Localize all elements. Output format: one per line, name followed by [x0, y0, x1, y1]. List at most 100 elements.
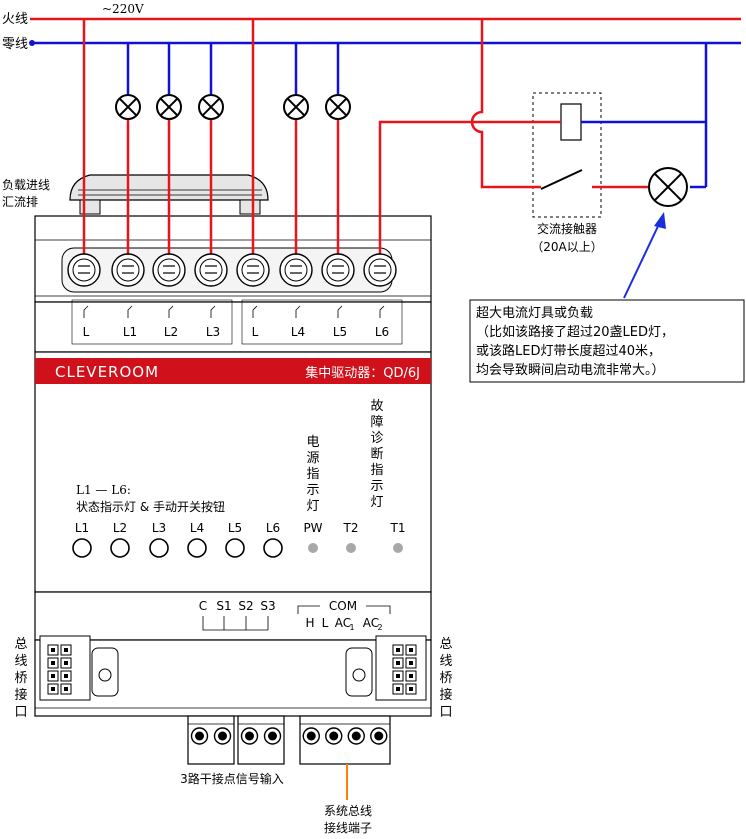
- bus-bridge-caption-left: 桥: [14, 671, 27, 686]
- bus-bridge-pin-core: [409, 661, 413, 665]
- com-label: COM: [329, 599, 357, 613]
- fault-indicator-caption: 诊: [370, 431, 383, 446]
- plug-screw-center: [245, 731, 254, 741]
- brand-band: [35, 358, 431, 384]
- bus-terminal-caption: 系统总线: [324, 804, 372, 818]
- terminal-label: L3: [206, 325, 220, 339]
- bus-bridge-pin-core: [396, 674, 400, 678]
- contact-mark: [379, 305, 385, 318]
- indicator-label: T2: [343, 521, 359, 535]
- bus-bridge-pin-core: [409, 674, 413, 678]
- bus-bridge-caption-right: 桥: [439, 671, 452, 686]
- terminal-screw-head: [284, 258, 308, 282]
- bus-bridge-caption-left: 口: [14, 705, 27, 720]
- plug-screw-center: [195, 731, 204, 741]
- top-label-panel: [34, 301, 432, 353]
- com-pin-subscript: 1: [349, 623, 354, 632]
- status-note: L1 — L6:: [76, 483, 131, 497]
- manual-switch-button[interactable]: [110, 538, 130, 558]
- callout-line: 超大电流灯具或负载: [476, 306, 593, 321]
- power-indicator-caption: 指: [306, 467, 319, 482]
- bus-bridge-pin-core: [396, 687, 400, 691]
- contactor-coil: [560, 103, 582, 141]
- brand-name: CLEVEROOM: [55, 363, 159, 381]
- bus-bridge-pin-core: [409, 648, 413, 652]
- contact-mark: [337, 305, 343, 318]
- fault-indicator-caption: 故: [370, 399, 383, 414]
- bus-bridge-pin-core: [51, 661, 55, 665]
- label-group-right: [241, 299, 403, 345]
- com-pin-label: L: [322, 616, 329, 630]
- contact-mark: [127, 305, 133, 318]
- contact-mark: [210, 305, 216, 318]
- neutral-label: 零线: [2, 37, 28, 52]
- bus-bridge-caption-right: 口: [439, 705, 452, 720]
- busbar-label: 负载进线: [2, 178, 50, 192]
- bus-bridge-pin-core: [409, 687, 413, 691]
- manual-switch-button[interactable]: [72, 538, 92, 558]
- input-terminal-label: C: [199, 599, 207, 613]
- manual-switch-button[interactable]: [225, 538, 245, 558]
- indicator-light: [393, 543, 403, 553]
- terminal-label: L4: [291, 325, 305, 339]
- terminal-screw-head: [326, 258, 350, 282]
- bus-bridge-caption-right: 接: [439, 687, 452, 703]
- lamp-cross: [159, 97, 179, 117]
- model-name: 集中驱动器：QD/6J: [305, 365, 420, 381]
- terminal-label: L2: [164, 325, 178, 339]
- input-contact-lines: [202, 616, 269, 631]
- button-label: L3: [152, 521, 166, 535]
- bus-bridge-pin-core: [51, 648, 55, 652]
- contact-mark: [83, 305, 89, 318]
- indicator-light: [346, 543, 356, 553]
- power-lines: 火线 零线 ~220V: [2, 2, 741, 52]
- plug-screw-center: [268, 731, 277, 741]
- lamp-cross: [118, 97, 138, 117]
- power-indicator-caption: 示: [306, 483, 319, 498]
- status-note: 状态指示灯 & 手动开关按钮: [76, 499, 225, 514]
- callout-box: [469, 299, 745, 383]
- button-label: L6: [266, 521, 280, 535]
- terminal-screw-head: [157, 258, 181, 282]
- manual-switch-button[interactable]: [149, 538, 169, 558]
- terminal-label: L5: [333, 325, 347, 339]
- button-label: L2: [113, 521, 127, 535]
- bus-bridge-pin-core: [51, 687, 55, 691]
- l6-to-coil-wire: [378, 120, 561, 265]
- terminal-label: L: [252, 325, 259, 339]
- button-label: L1: [75, 521, 89, 535]
- input-terminal-label: S3: [260, 599, 275, 613]
- device-body: CLEVEROOM 集中驱动器：QD/6J COM: [34, 174, 432, 717]
- callout-arrow: [623, 221, 661, 299]
- plug-screw-center: [218, 731, 227, 741]
- contact-mark: [168, 305, 174, 318]
- bus-bridge-pin-core: [396, 648, 400, 652]
- manual-switch-button[interactable]: [187, 538, 207, 558]
- lamp-cross: [328, 97, 348, 117]
- callout-line: 或该路LED灯带长度超过40米，: [476, 343, 661, 359]
- manual-switch-button[interactable]: [263, 538, 283, 558]
- power-indicator-caption: 源: [306, 451, 319, 466]
- com-pin-label: AC: [363, 616, 379, 630]
- plug-screw-center: [329, 731, 339, 741]
- screws: [67, 253, 397, 287]
- bus-bridge-caption-left: 接: [14, 687, 27, 703]
- wires: [82, 19, 708, 299]
- bus-bridge-caption-left: 总: [14, 637, 27, 652]
- bus-port-left-hole: [98, 668, 112, 682]
- callout-line: （比如该路接了超过20盏LED灯，: [476, 324, 674, 340]
- bus-bridge-caption-right: 线: [439, 654, 452, 669]
- label-group-left: [71, 299, 233, 345]
- callout-line: 均会导致瞬间启动电流非常大。）: [476, 363, 665, 378]
- input-terminal-label: S2: [238, 599, 253, 613]
- terminal-screw-head: [72, 258, 96, 282]
- terminal-label: L: [83, 325, 90, 339]
- bus-bridge-pin-core: [64, 687, 68, 691]
- bus-bridge-pin-core: [64, 648, 68, 652]
- input-terminal-label: S1: [216, 599, 231, 613]
- live-label: 火线: [2, 12, 28, 27]
- bus-bridge-pin-core: [51, 674, 55, 678]
